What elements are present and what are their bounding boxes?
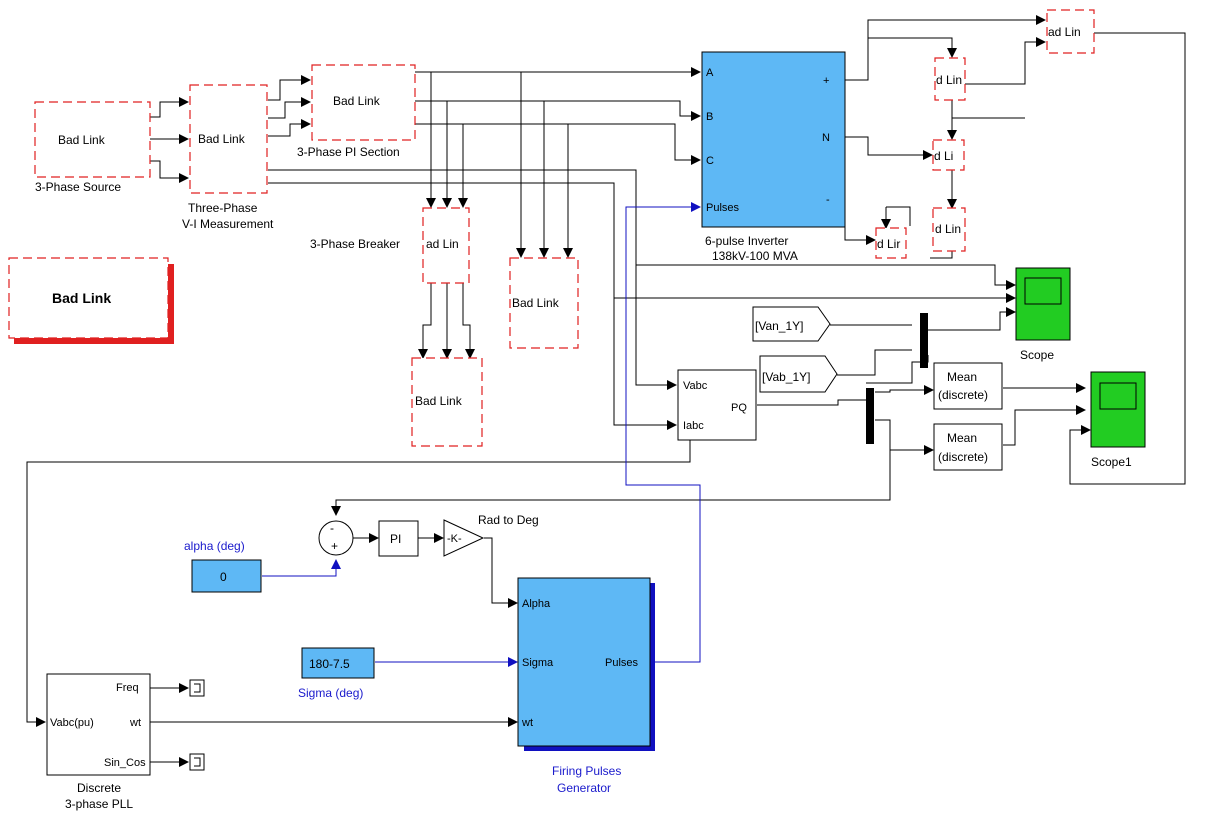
firing-port-alpha: Alpha — [522, 598, 551, 610]
pll-label-2: 3-phase PLL — [65, 797, 133, 811]
mux-bar-1[interactable] — [920, 313, 928, 368]
alpha-value: 0 — [220, 570, 227, 584]
inverter-port-c: C — [706, 155, 714, 167]
pq-block[interactable]: Vabc Iabc PQ — [677, 369, 757, 441]
dc-bad-link-top[interactable]: ad Lin — [1046, 9, 1095, 54]
alpha-constant-block[interactable]: alpha (deg) 0 — [184, 539, 262, 593]
standalone-bad-link-block[interactable]: Bad Link — [8, 257, 174, 344]
dc-bad-link-3-text: d Lin — [935, 222, 961, 236]
inverter-label-1: 6-pulse Inverter — [705, 234, 788, 248]
source-label: 3-Phase Source — [35, 180, 121, 194]
pq-port-iabc: Iabc — [683, 420, 704, 432]
pi-section-label: 3-Phase PI Section — [297, 145, 400, 159]
inverter-port-a: A — [706, 67, 714, 79]
dc-bad-link-2-text: d Li — [934, 149, 953, 163]
goto-vab-block[interactable]: [Vab_1Y] — [759, 355, 838, 393]
wires — [26, 15, 1186, 767]
vi-label-1: Three-Phase — [188, 201, 258, 215]
three-phase-source-block[interactable]: Bad Link 3-Phase Source — [34, 101, 151, 194]
mean1-line2: (discrete) — [938, 388, 988, 402]
sum-plus: + — [331, 539, 338, 553]
breaker-block[interactable]: ad Lin 3-Phase Breaker — [310, 207, 470, 284]
mean-block-1[interactable]: Mean (discrete) — [933, 362, 1003, 410]
vi-label-2: V-I Measurement — [182, 217, 274, 231]
dc-bad-link-4[interactable]: d Lir — [875, 227, 907, 259]
firing-label-1: Firing Pulses — [552, 764, 621, 778]
standalone-bad-link-text: Bad Link — [52, 290, 111, 306]
load-bad-link-block[interactable]: Bad Link — [411, 357, 483, 447]
dc-bad-link-3[interactable]: d Lin — [932, 207, 966, 252]
scope1-block[interactable]: Scope1 — [1090, 371, 1146, 469]
goto-van-text: [Van_1Y] — [755, 319, 803, 333]
breaker-bad-link-text: ad Lin — [426, 237, 459, 251]
terminator-freq[interactable] — [189, 679, 205, 697]
middle-bad-link-text: Bad Link — [512, 296, 560, 310]
dc-bad-link-2[interactable]: d Li — [932, 139, 965, 171]
firing-pulses-generator-block[interactable]: Alpha Sigma wt Pulses Firing Pulses Gene… — [517, 577, 655, 795]
pll-label-1: Discrete — [77, 781, 121, 795]
scope-label: Scope — [1020, 348, 1054, 362]
dc-bad-link-1-text: d Lin — [936, 73, 962, 87]
scope1-label: Scope1 — [1091, 455, 1132, 469]
mean2-line2: (discrete) — [938, 450, 988, 464]
gain-text: -K- — [447, 533, 462, 545]
rad-to-deg-label: Rad to Deg — [478, 513, 539, 527]
terminator-sincos[interactable] — [189, 753, 205, 771]
sum-minus: - — [330, 521, 334, 535]
sigma-value: 180-7.5 — [309, 657, 350, 671]
middle-bad-link-block[interactable]: Bad Link — [509, 257, 579, 349]
pll-port-freq: Freq — [116, 682, 139, 694]
sum-block[interactable]: - + — [318, 520, 354, 556]
dc-bad-link-4-text: d Lir — [877, 237, 900, 251]
sigma-label: Sigma (deg) — [298, 686, 363, 700]
inverter-port-minus: - — [826, 194, 830, 206]
alpha-label: alpha (deg) — [184, 539, 245, 553]
inverter-port-pulses: Pulses — [706, 202, 740, 214]
inverter-block[interactable]: A B C Pulses + N - 6-pulse Inverter 138k… — [701, 51, 846, 263]
goto-van-block[interactable]: [Van_1Y] — [752, 306, 831, 342]
pi-controller-block[interactable]: PI — [378, 520, 419, 557]
pq-port-pq: PQ — [731, 402, 747, 414]
mean1-line1: Mean — [947, 370, 977, 384]
pll-port-vabc: Vabc(pu) — [50, 717, 94, 729]
pq-port-vabc: Vabc — [683, 380, 708, 392]
gain-block[interactable]: -K- Rad to Deg — [443, 513, 539, 557]
dc-bad-link-1[interactable]: d Lin — [934, 57, 966, 101]
pll-port-wt: wt — [129, 717, 141, 729]
mean2-line1: Mean — [947, 431, 977, 445]
mux-bar-2[interactable] — [866, 388, 874, 444]
vi-measurement-block[interactable]: Bad Link Three-Phase V-I Measurement — [182, 84, 274, 231]
mean-block-2[interactable]: Mean (discrete) — [933, 423, 1003, 471]
inverter-port-b: B — [706, 111, 713, 123]
pll-block[interactable]: Vabc(pu) Freq wt Sin_Cos Discrete 3-phas… — [46, 673, 151, 811]
vi-bad-link-text: Bad Link — [198, 132, 246, 146]
inverter-port-plus: + — [823, 75, 829, 87]
pi-bad-link-text: Bad Link — [333, 94, 381, 108]
blue-wires — [262, 202, 701, 667]
source-bad-link-text: Bad Link — [58, 133, 106, 147]
breaker-label: 3-Phase Breaker — [310, 237, 400, 251]
firing-port-wt: wt — [521, 717, 533, 729]
firing-port-sigma: Sigma — [522, 657, 554, 669]
firing-port-pulses: Pulses — [605, 657, 639, 669]
goto-vab-text: [Vab_1Y] — [762, 370, 810, 384]
scope-block[interactable]: Scope — [1015, 267, 1071, 362]
inverter-port-n: N — [822, 132, 830, 144]
sigma-constant-block[interactable]: 180-7.5 Sigma (deg) — [298, 647, 375, 700]
dc-bad-link-top-text: ad Lin — [1048, 25, 1081, 39]
pi-controller-text: PI — [390, 532, 401, 546]
load-bad-link-text: Bad Link — [415, 394, 463, 408]
pi-section-block[interactable]: Bad Link 3-Phase PI Section — [297, 64, 416, 159]
inverter-label-2: 138kV-100 MVA — [712, 249, 798, 263]
firing-label-2: Generator — [557, 781, 611, 795]
pll-port-sincos: Sin_Cos — [104, 757, 146, 769]
